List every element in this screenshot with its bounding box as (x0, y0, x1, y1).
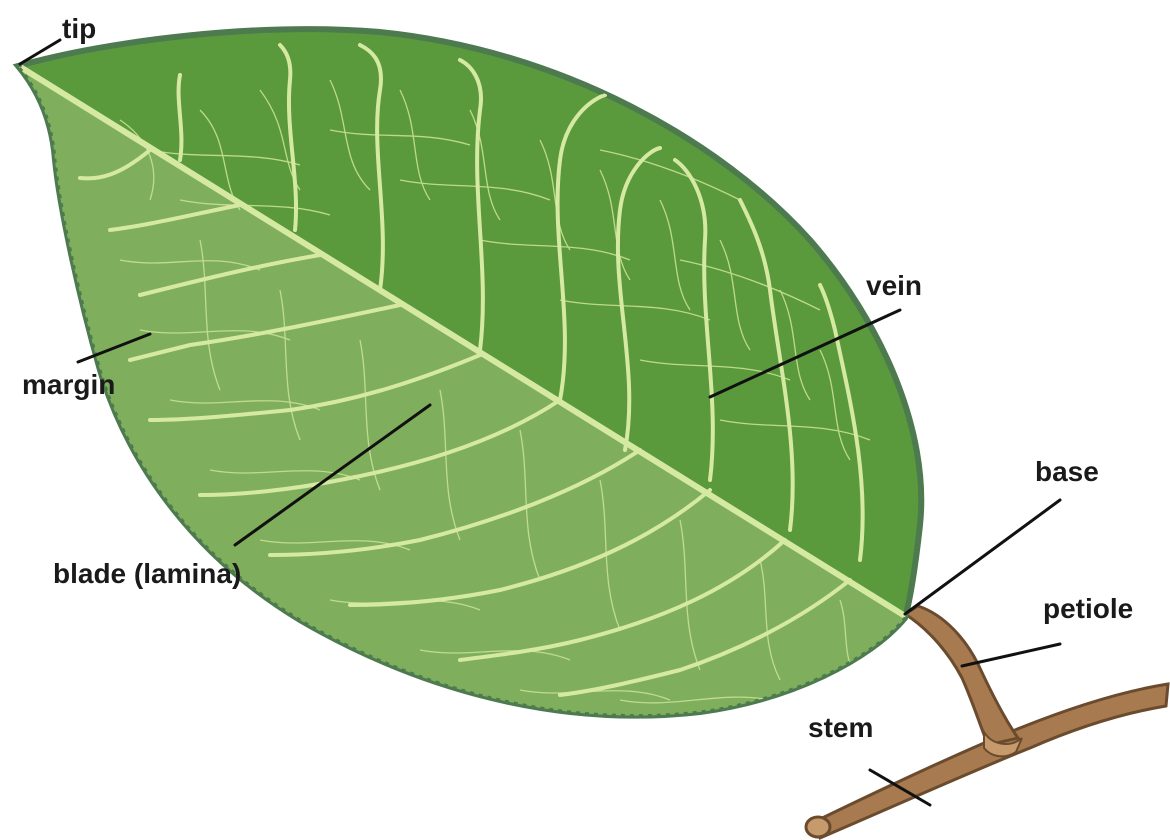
tip-label: tip (62, 13, 96, 44)
leaf-blade (0, 29, 921, 760)
petiole-label: petiole (1043, 593, 1133, 624)
petiole (905, 606, 1022, 756)
petiole-leader (962, 644, 1060, 666)
base-leader (905, 500, 1060, 614)
vein-label: vein (866, 270, 922, 301)
stem-label: stem (808, 712, 873, 743)
base-label: base (1035, 456, 1099, 487)
petiole-body (905, 606, 1018, 745)
margin-label: margin (22, 369, 115, 400)
stem-cut-end (806, 817, 830, 837)
blade-label: blade (lamina) (53, 558, 241, 589)
